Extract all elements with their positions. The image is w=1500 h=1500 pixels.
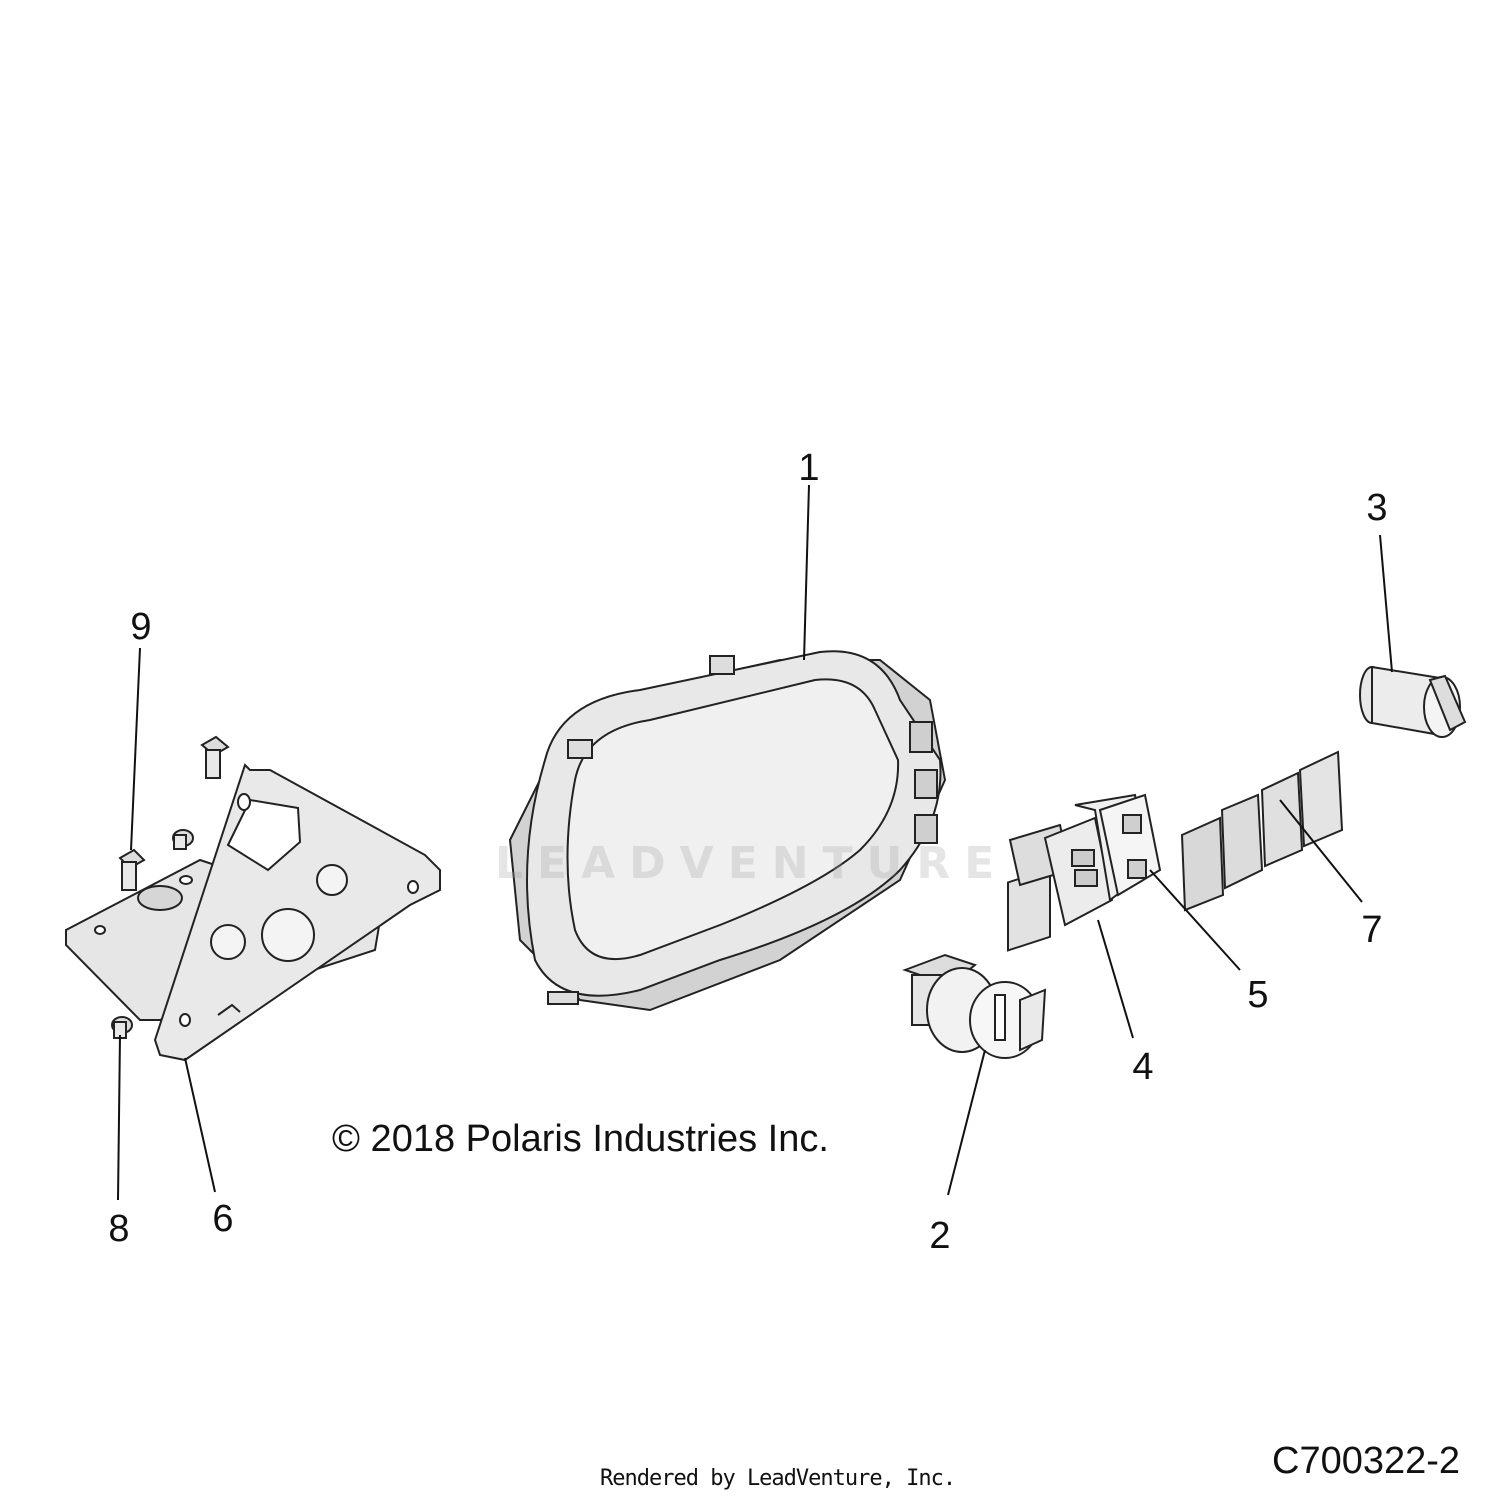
leader-3 <box>1379 534 1393 673</box>
accessory-outlet <box>1359 665 1467 738</box>
watermark-text: LEADVENTURE <box>495 838 1009 889</box>
callout-4: 4 <box>1132 1046 1154 1088</box>
callout-1: 1 <box>798 447 820 489</box>
copyright-notice: © 2018 Polaris Industries Inc. <box>332 1118 829 1160</box>
leader-6 <box>184 1057 216 1193</box>
mounting-bracket <box>65 763 441 1062</box>
leader-8 <box>117 1034 121 1201</box>
screw-9a <box>118 848 146 891</box>
leader-9 <box>130 647 141 851</box>
callout-8: 8 <box>108 1208 130 1250</box>
switch-cover-set <box>1180 750 1344 912</box>
leader-lines <box>117 484 1393 1201</box>
leader-1 <box>803 484 810 661</box>
callout-7: 7 <box>1361 909 1383 951</box>
callout-5: 5 <box>1247 974 1269 1016</box>
ignition-switch <box>902 953 1047 1059</box>
callout-6: 6 <box>212 1198 234 1240</box>
leader-7 <box>1279 799 1363 903</box>
rocker-switch-group <box>1007 793 1162 952</box>
callout-9: 9 <box>130 606 152 648</box>
callout-2: 2 <box>929 1215 951 1257</box>
diagram-id: C700322-2 <box>1272 1440 1461 1482</box>
callout-3: 3 <box>1366 487 1388 529</box>
rendered-by-credit: Rendered by LeadVenture, Inc. <box>600 1466 956 1491</box>
screw-8 <box>111 1016 133 1039</box>
screw-9c <box>172 829 194 850</box>
leader-5 <box>1149 869 1241 971</box>
screw-9b <box>200 735 230 779</box>
leader-4 <box>1097 919 1134 1039</box>
instrument-cluster <box>508 650 947 1012</box>
leader-2 <box>947 1049 986 1196</box>
